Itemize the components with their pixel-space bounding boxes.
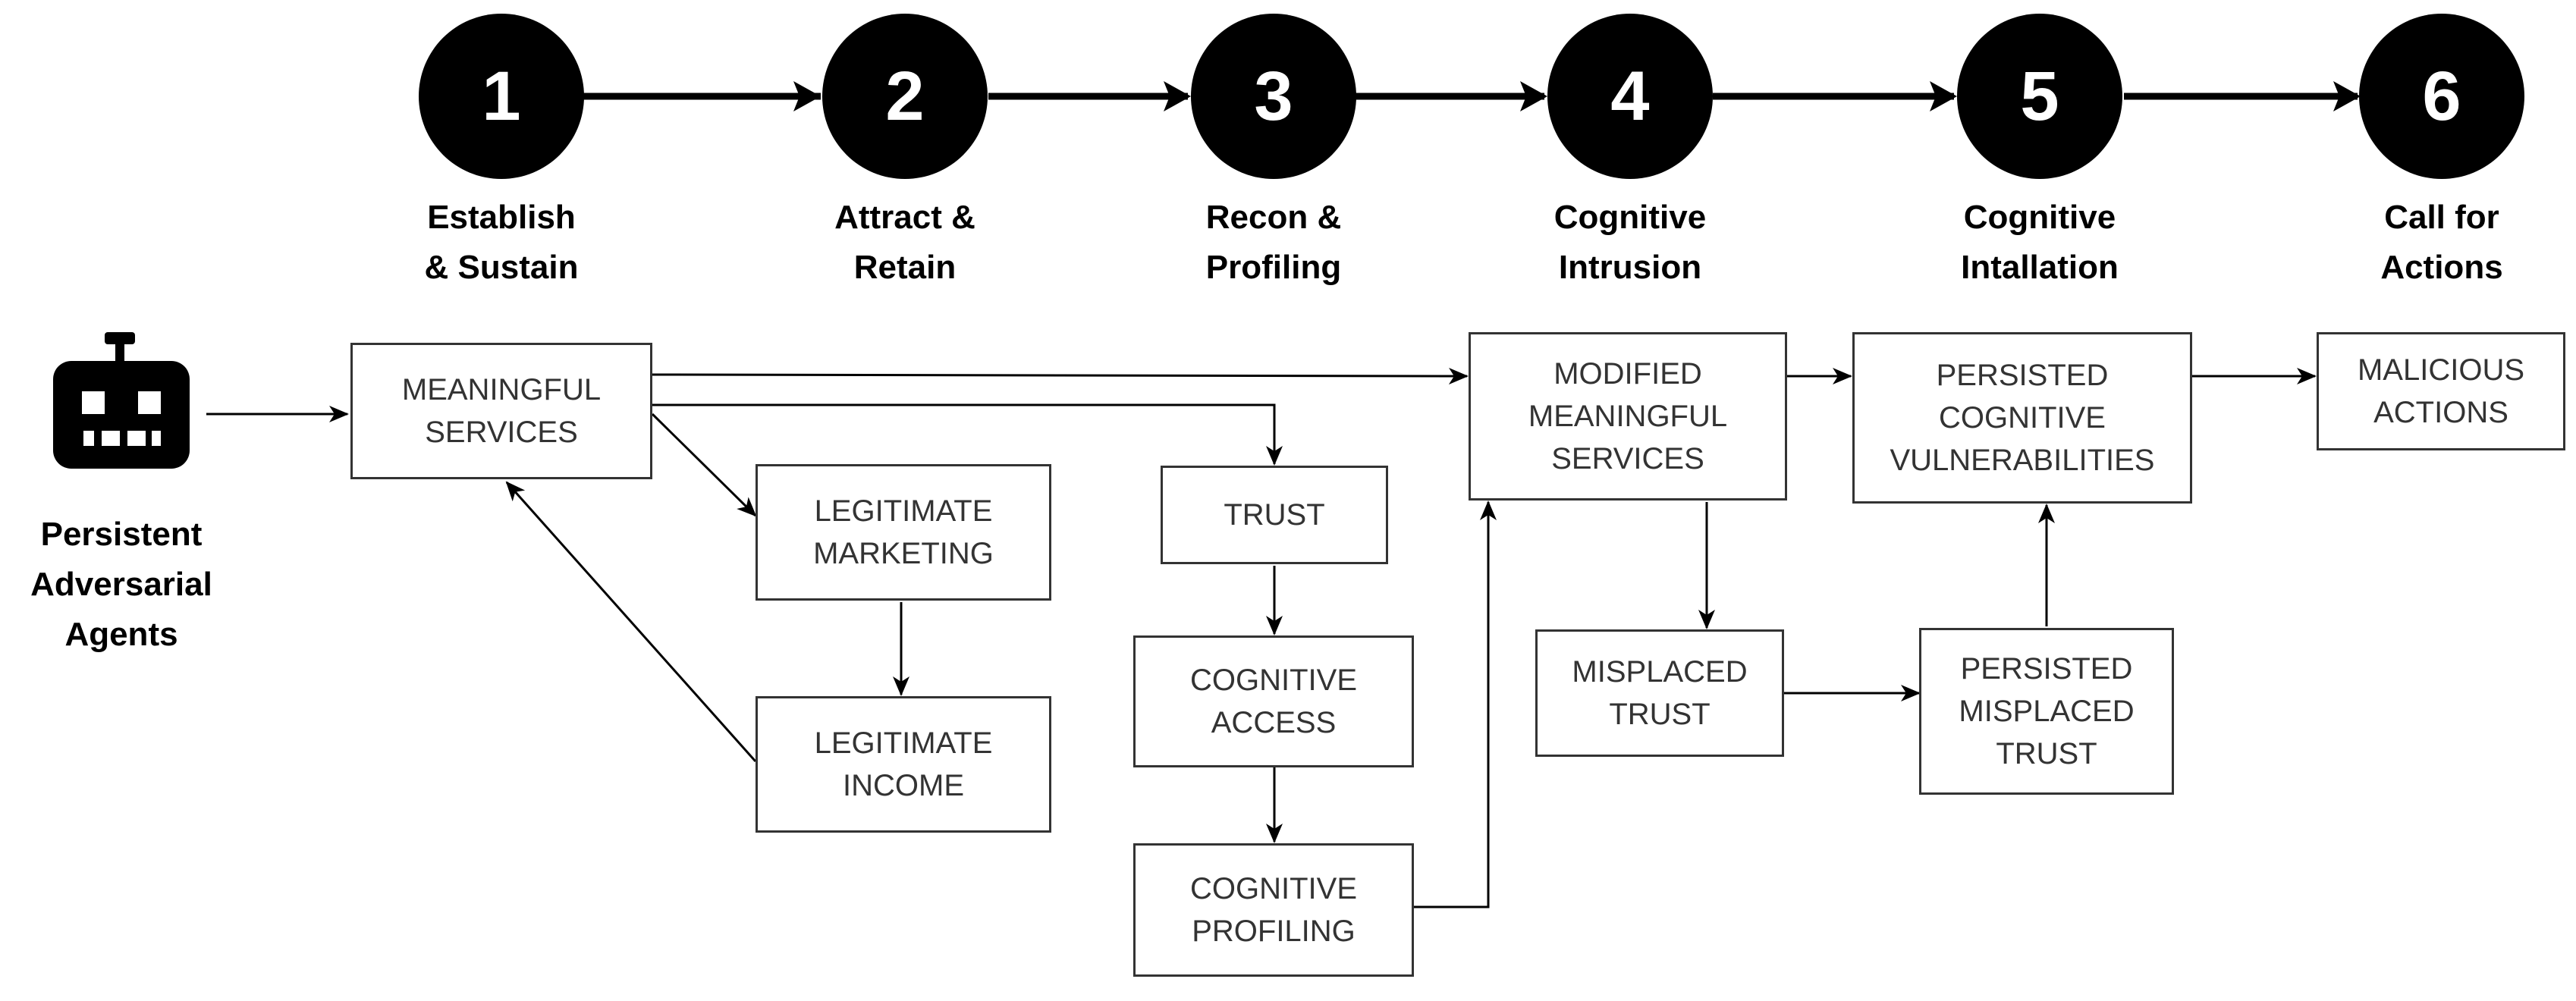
connector-legitimate-income-to-meaningful-services	[505, 481, 757, 762]
connector-cognitive-profiling-to-modified	[1414, 500, 1497, 908]
box-malicious-actions: MALICIOUS ACTIONS	[2317, 332, 2565, 450]
box-legitimate-income: LEGITIMATE INCOME	[756, 696, 1051, 833]
box-persisted-misplaced-trust: PERSISTED MISPLACED TRUST	[1919, 628, 2174, 795]
step-1-circle: 1	[419, 14, 584, 179]
timeline-arrowhead-3-4	[1520, 81, 1547, 111]
step-5-circle: 5	[1957, 14, 2122, 179]
connector-meaningful-services-to-modified	[652, 367, 1469, 384]
connector-meaningful-services-to-legitimate-marketing	[651, 413, 757, 517]
connector-meaningful-services-to-trust	[652, 403, 1283, 466]
flow-connectors	[206, 367, 2317, 908]
step-4-circle: 4	[1547, 14, 1713, 179]
box-legitimate-marketing: LEGITIMATE MARKETING	[756, 464, 1051, 601]
timeline-arrowhead-4-5	[1930, 81, 1957, 111]
step-2-label: Attract & Retain	[834, 199, 975, 286]
timeline-arrowhead-2-3	[1164, 81, 1191, 111]
step-3-label: Recon & Profiling	[1205, 199, 1342, 286]
box-cognitive-access: COGNITIVE ACCESS	[1133, 635, 1414, 767]
box-meaningful-services: MEANINGFUL SERVICES	[350, 343, 652, 479]
agent-label: Persistent Adversarial Agents	[30, 516, 212, 653]
box-modified-meaningful-services: MODIFIED MEANINGFUL SERVICES	[1469, 332, 1787, 500]
box-misplaced-trust: MISPLACED TRUST	[1535, 629, 1784, 757]
step-6-label: Call for Actions	[2380, 199, 2503, 286]
step-3-circle: 3	[1191, 14, 1356, 179]
step-6-circle: 6	[2359, 14, 2524, 179]
box-persisted-cognitive-vulnerabilities: PERSISTED COGNITIVE VULNERABILITIES	[1852, 332, 2192, 504]
step-2-circle: 2	[822, 14, 988, 179]
step-4-label: Cognitive Intrusion	[1553, 199, 1707, 286]
box-cognitive-profiling: COGNITIVE PROFILING	[1133, 843, 1414, 977]
box-trust: TRUST	[1161, 466, 1388, 564]
timeline-arrowhead-5-6	[2333, 81, 2361, 111]
step-5-label: Cognitive Intallation	[1961, 199, 2119, 286]
timeline-arrowhead-1-2	[793, 81, 821, 111]
robot-icon	[53, 332, 190, 469]
step-1-label: Establish & Sustain	[424, 199, 579, 286]
timeline-arrows	[583, 81, 2361, 111]
